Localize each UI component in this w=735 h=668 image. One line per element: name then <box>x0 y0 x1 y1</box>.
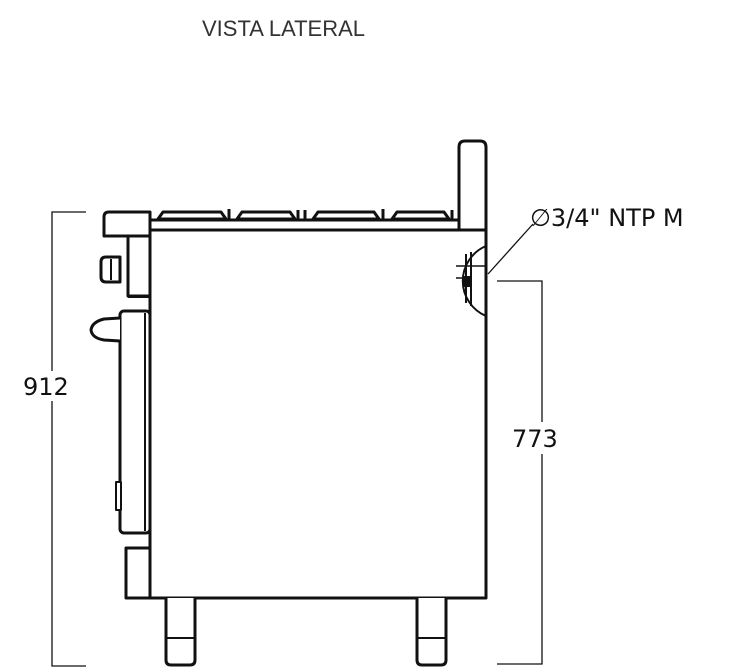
dimension-connection-height: 773 <box>497 280 574 665</box>
lower-kick-panel <box>124 546 152 600</box>
dimension-line-912 <box>51 211 86 667</box>
callout-leader-line <box>487 223 534 275</box>
front-leg <box>164 598 197 667</box>
burner-grate-4 <box>390 210 451 221</box>
door-handle-icon <box>89 316 121 343</box>
gas-fitting-icon <box>463 276 472 287</box>
control-panel-front <box>126 234 152 298</box>
oven-door <box>118 309 152 535</box>
gas-connection-label: ∅3/4" NTP M <box>530 204 684 232</box>
body-side-panel <box>150 228 488 600</box>
burner-grate-3 <box>311 210 381 221</box>
view-title: VISTA LATERAL <box>202 16 365 41</box>
connection-detail-circle <box>461 245 487 317</box>
control-panel-top <box>102 210 152 238</box>
range-side-outline <box>89 139 488 667</box>
dimension-total-height: 912 <box>20 211 86 667</box>
burner-grate-1 <box>156 210 228 221</box>
dimension-label-773: 773 <box>512 425 558 453</box>
rear-leg <box>415 598 448 667</box>
dimension-label-bg-912 <box>20 371 84 401</box>
dimension-label-bg-773 <box>510 422 574 454</box>
gas-connection-detail <box>456 245 487 317</box>
burner-grate-2 <box>235 210 297 221</box>
dimension-line-773 <box>497 280 543 665</box>
door-hinge <box>115 481 122 511</box>
backsplash <box>457 139 488 237</box>
gas-connection-callout: ∅3/4" NTP M <box>487 204 684 275</box>
dimension-label-912: 912 <box>23 373 69 401</box>
